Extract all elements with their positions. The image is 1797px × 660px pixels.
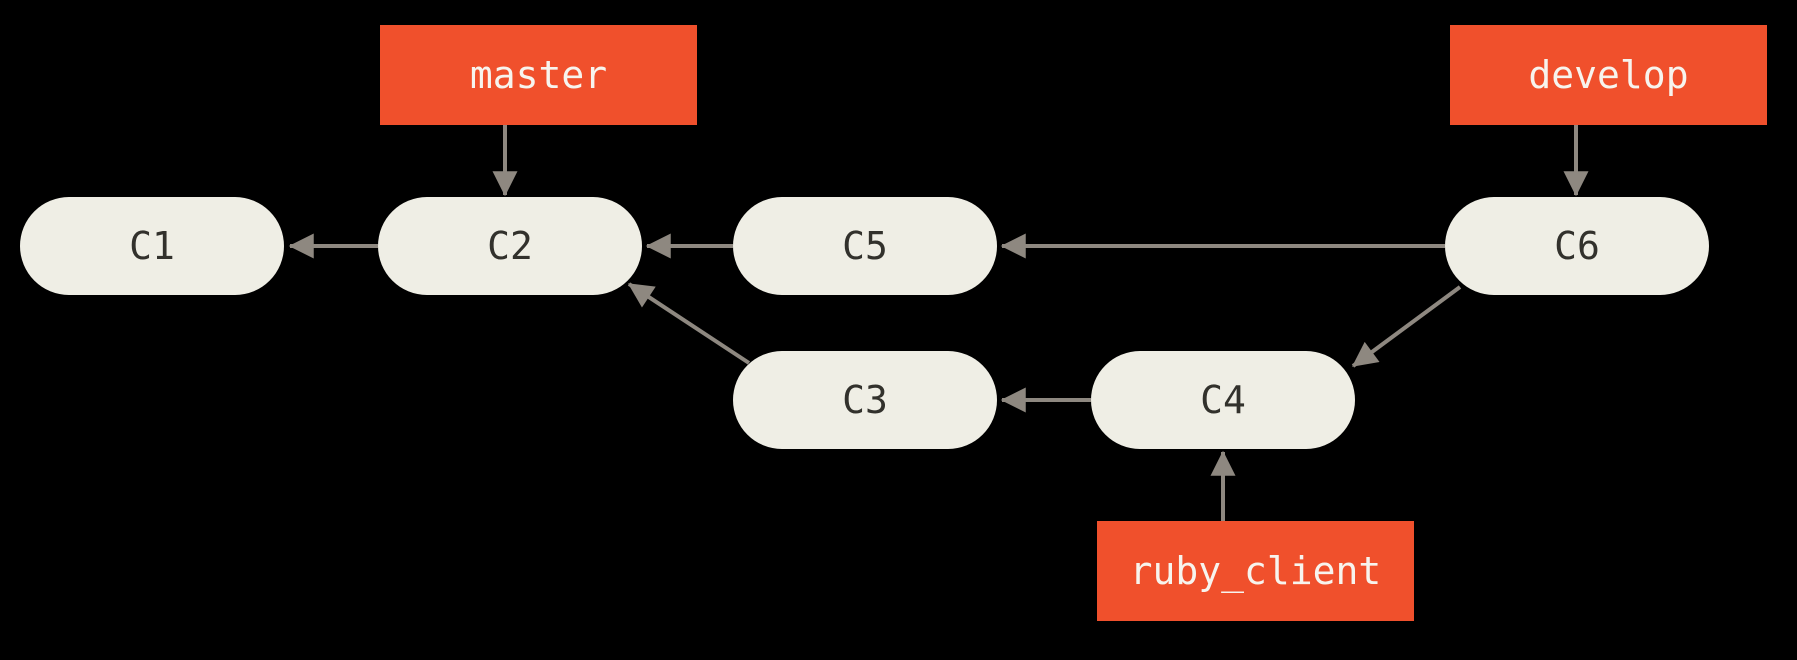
commit-node-c6: C6	[1445, 197, 1709, 295]
commit-node-c3: C3	[733, 351, 997, 449]
commit-label: C2	[487, 224, 533, 268]
branch-label-master: master	[380, 25, 697, 125]
commit-label: C1	[129, 224, 175, 268]
branch-label-ruby-client: ruby_client	[1097, 521, 1414, 621]
commit-node-c5: C5	[733, 197, 997, 295]
branch-name: master	[469, 53, 608, 97]
branch-name: develop	[1528, 53, 1689, 97]
commit-node-c4: C4	[1091, 351, 1355, 449]
commit-label: C4	[1200, 378, 1246, 422]
edge-c6-to-c4	[1351, 285, 1462, 368]
edge-c3-to-c2	[627, 282, 751, 365]
commit-label: C5	[842, 224, 888, 268]
commit-label: C3	[842, 378, 888, 422]
commit-node-c2: C2	[378, 197, 642, 295]
branch-label-develop: develop	[1450, 25, 1767, 125]
commit-label: C6	[1554, 224, 1600, 268]
commit-node-c1: C1	[20, 197, 284, 295]
branch-name: ruby_client	[1129, 549, 1382, 593]
